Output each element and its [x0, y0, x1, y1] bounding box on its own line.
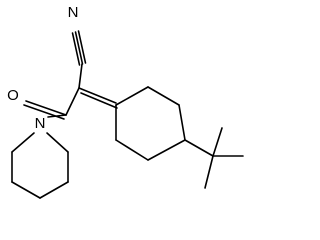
carbonyl-oxygen-label: O — [7, 87, 19, 104]
amide-nitrogen-label: N — [35, 115, 46, 132]
chemical-structure: N O N — [7, 4, 244, 199]
cyclohexane-ring — [115, 86, 186, 161]
nitrile-bond — [71, 30, 87, 66]
bond-cn-to-alkene-carbon — [78, 63, 83, 89]
piperidine-ring — [11, 132, 69, 199]
bond-alkene-to-carbonyl-carbon — [65, 87, 80, 116]
bond-carbonyl-to-amide-n — [47, 114, 67, 118]
exocyclic-double-bond — [78, 87, 118, 109]
tert-butyl-group — [184, 127, 244, 189]
nitrile-nitrogen-label: N — [68, 4, 79, 21]
structure-canvas: N O N — [7, 4, 244, 199]
